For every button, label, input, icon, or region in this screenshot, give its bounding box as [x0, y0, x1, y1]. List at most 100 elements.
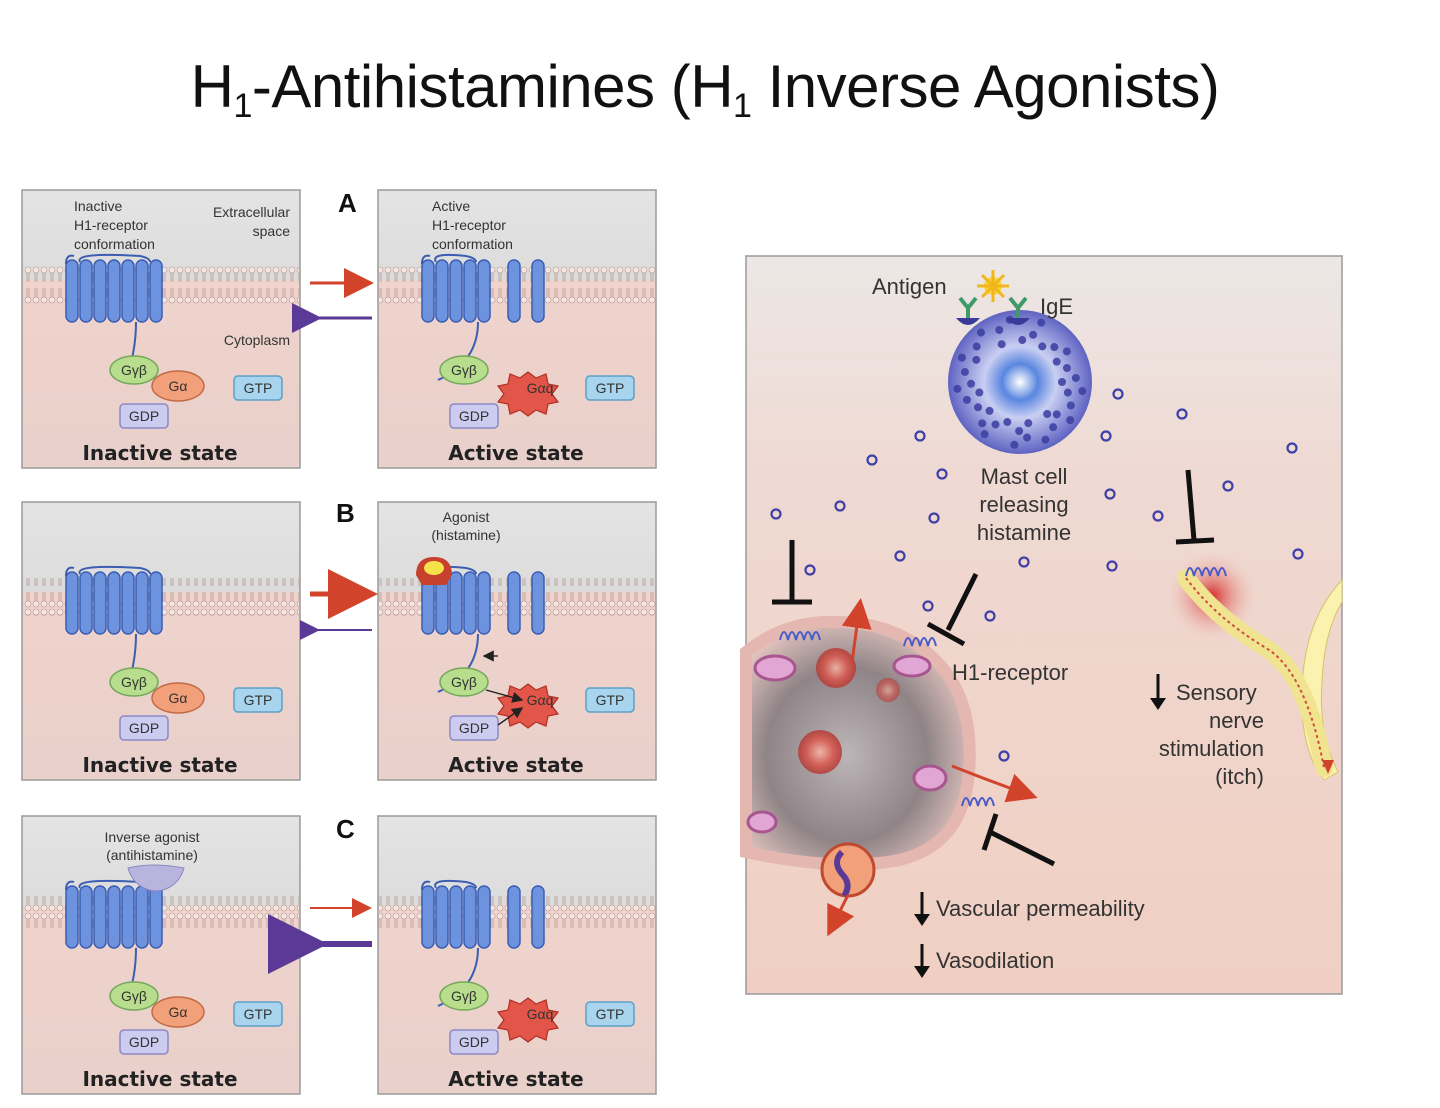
- g-alpha-q-icon: Gαq: [496, 997, 560, 1043]
- svg-text:Gγβ: Gγβ: [451, 674, 477, 690]
- panel-letter-c: C: [336, 814, 355, 844]
- sensory-label-4: (itch): [1215, 764, 1264, 789]
- inactive-label-3: conformation: [74, 236, 155, 252]
- g-beta-gamma-icon: Gγβ: [439, 981, 489, 1011]
- svg-text:GTP: GTP: [596, 692, 625, 708]
- svg-text:Gγβ: Gγβ: [451, 362, 477, 378]
- active-label-3: conformation: [432, 236, 513, 252]
- gdp-icon: GDP: [449, 715, 499, 741]
- gdp-icon: GDP: [119, 715, 169, 741]
- inverse-agonist-label-2: (antihistamine): [106, 847, 198, 863]
- svg-text:Gαq: Gαq: [527, 380, 554, 396]
- gdp-icon: GDP: [119, 403, 169, 429]
- sensory-label-2: nerve: [1209, 708, 1264, 733]
- sensory-label-3: stimulation: [1159, 736, 1264, 761]
- panel-letter-a: A: [338, 188, 357, 218]
- mast-cell-label-1: Mast cell: [981, 464, 1068, 489]
- h1-receptor-icon: [65, 565, 163, 691]
- gdp-icon: GDP: [449, 403, 499, 429]
- g-alpha-q-icon: Gαq: [496, 371, 560, 417]
- agonist-label-1: Agonist: [443, 509, 490, 525]
- gtp-icon: GTP: [233, 375, 283, 401]
- svg-text:GDP: GDP: [459, 720, 489, 736]
- down-arrow-icon: [914, 944, 930, 978]
- svg-text:GDP: GDP: [459, 1034, 489, 1050]
- svg-text:GDP: GDP: [129, 720, 159, 736]
- vascular-permeability-label: Vascular permeability: [936, 896, 1145, 921]
- down-arrow-icon: [1150, 674, 1166, 710]
- active-label-2: H1-receptor: [432, 217, 506, 233]
- ige-antibody-icon: [958, 296, 1028, 318]
- svg-text:GTP: GTP: [596, 380, 625, 396]
- svg-text:Gα: Gα: [169, 1004, 188, 1020]
- g-alpha-icon: Gα: [151, 370, 205, 402]
- extracellular-label-1: Extracellular: [213, 204, 290, 220]
- svg-text:GDP: GDP: [129, 1034, 159, 1050]
- svg-text:GTP: GTP: [244, 1006, 273, 1022]
- active-label-1: Active: [432, 198, 470, 214]
- agonist-label-2: (histamine): [431, 527, 500, 543]
- arrow-b-2: [485, 689, 524, 703]
- h1-receptor-icon: [421, 879, 545, 1007]
- gtp-icon: GTP: [233, 687, 283, 713]
- svg-text:Gα: Gα: [169, 378, 188, 394]
- g-beta-gamma-icon: Gγβ: [109, 355, 159, 385]
- panel-letter-b: B: [336, 498, 355, 528]
- g-beta-gamma-icon: Gγβ: [439, 355, 489, 385]
- gdp-icon: GDP: [449, 1029, 499, 1055]
- gdp-icon: GDP: [119, 1029, 169, 1055]
- svg-text:Gγβ: Gγβ: [121, 362, 147, 378]
- antihistamine-blockers: [772, 469, 1215, 867]
- svg-text:GTP: GTP: [244, 692, 273, 708]
- active-state-label: Active state: [448, 753, 583, 777]
- mast-cell-label-2: releasing: [979, 492, 1068, 517]
- g-alpha-icon: Gα: [151, 996, 205, 1028]
- svg-text:GDP: GDP: [129, 408, 159, 424]
- antigen-label: Antigen: [872, 274, 947, 299]
- svg-text:GTP: GTP: [244, 380, 273, 396]
- extracellular-label-2: space: [253, 223, 291, 239]
- svg-text:Gγβ: Gγβ: [121, 674, 147, 690]
- svg-text:GTP: GTP: [596, 1006, 625, 1022]
- g-alpha-icon: Gα: [151, 682, 205, 714]
- histamine-agonist-icon: [416, 557, 452, 585]
- sensory-label-1: Sensory: [1176, 680, 1257, 705]
- svg-text:Gγβ: Gγβ: [121, 988, 147, 1004]
- down-arrow-icon: [914, 892, 930, 926]
- inactive-label-2: H1-receptor: [74, 217, 148, 233]
- vasodilation-label: Vasodilation: [936, 948, 1054, 973]
- h1-receptor-label: H1-receptor: [952, 660, 1068, 685]
- svg-text:GDP: GDP: [459, 408, 489, 424]
- arrow-b-3: [497, 707, 524, 726]
- h1-receptor-icon: [65, 253, 163, 379]
- inactive-state-label: Inactive state: [82, 1067, 237, 1091]
- svg-text:Gγβ: Gγβ: [451, 988, 477, 1004]
- allergic-response-panel: Antigen IgE Mast cell releasing histamin…: [740, 255, 1343, 995]
- active-state-label: Active state: [448, 1067, 583, 1091]
- antigen-icon: [977, 270, 1009, 302]
- cytoplasm-label: Cytoplasm: [224, 332, 290, 348]
- inactive-state-label: Inactive state: [82, 441, 237, 465]
- mast-cell-label-3: histamine: [977, 520, 1071, 545]
- svg-text:Gαq: Gαq: [527, 1006, 554, 1022]
- svg-text:Gαq: Gαq: [527, 692, 554, 708]
- gtp-icon: GTP: [585, 375, 635, 401]
- vessel-leak: [820, 842, 876, 898]
- gtp-icon: GTP: [585, 687, 635, 713]
- inverse-agonist-label-1: Inverse agonist: [105, 829, 200, 845]
- g-beta-gamma-icon: Gγβ: [439, 667, 489, 697]
- active-state-label: Active state: [448, 441, 583, 465]
- inactive-label-1: Inactive: [74, 198, 122, 214]
- svg-text:Gα: Gα: [169, 690, 188, 706]
- inactive-state-label: Inactive state: [82, 753, 237, 777]
- g-beta-gamma-icon: Gγβ: [109, 667, 159, 697]
- ige-label: IgE: [1040, 294, 1073, 319]
- page-title: H1-Antihistamines (H1 Inverse Agonists): [190, 53, 1220, 125]
